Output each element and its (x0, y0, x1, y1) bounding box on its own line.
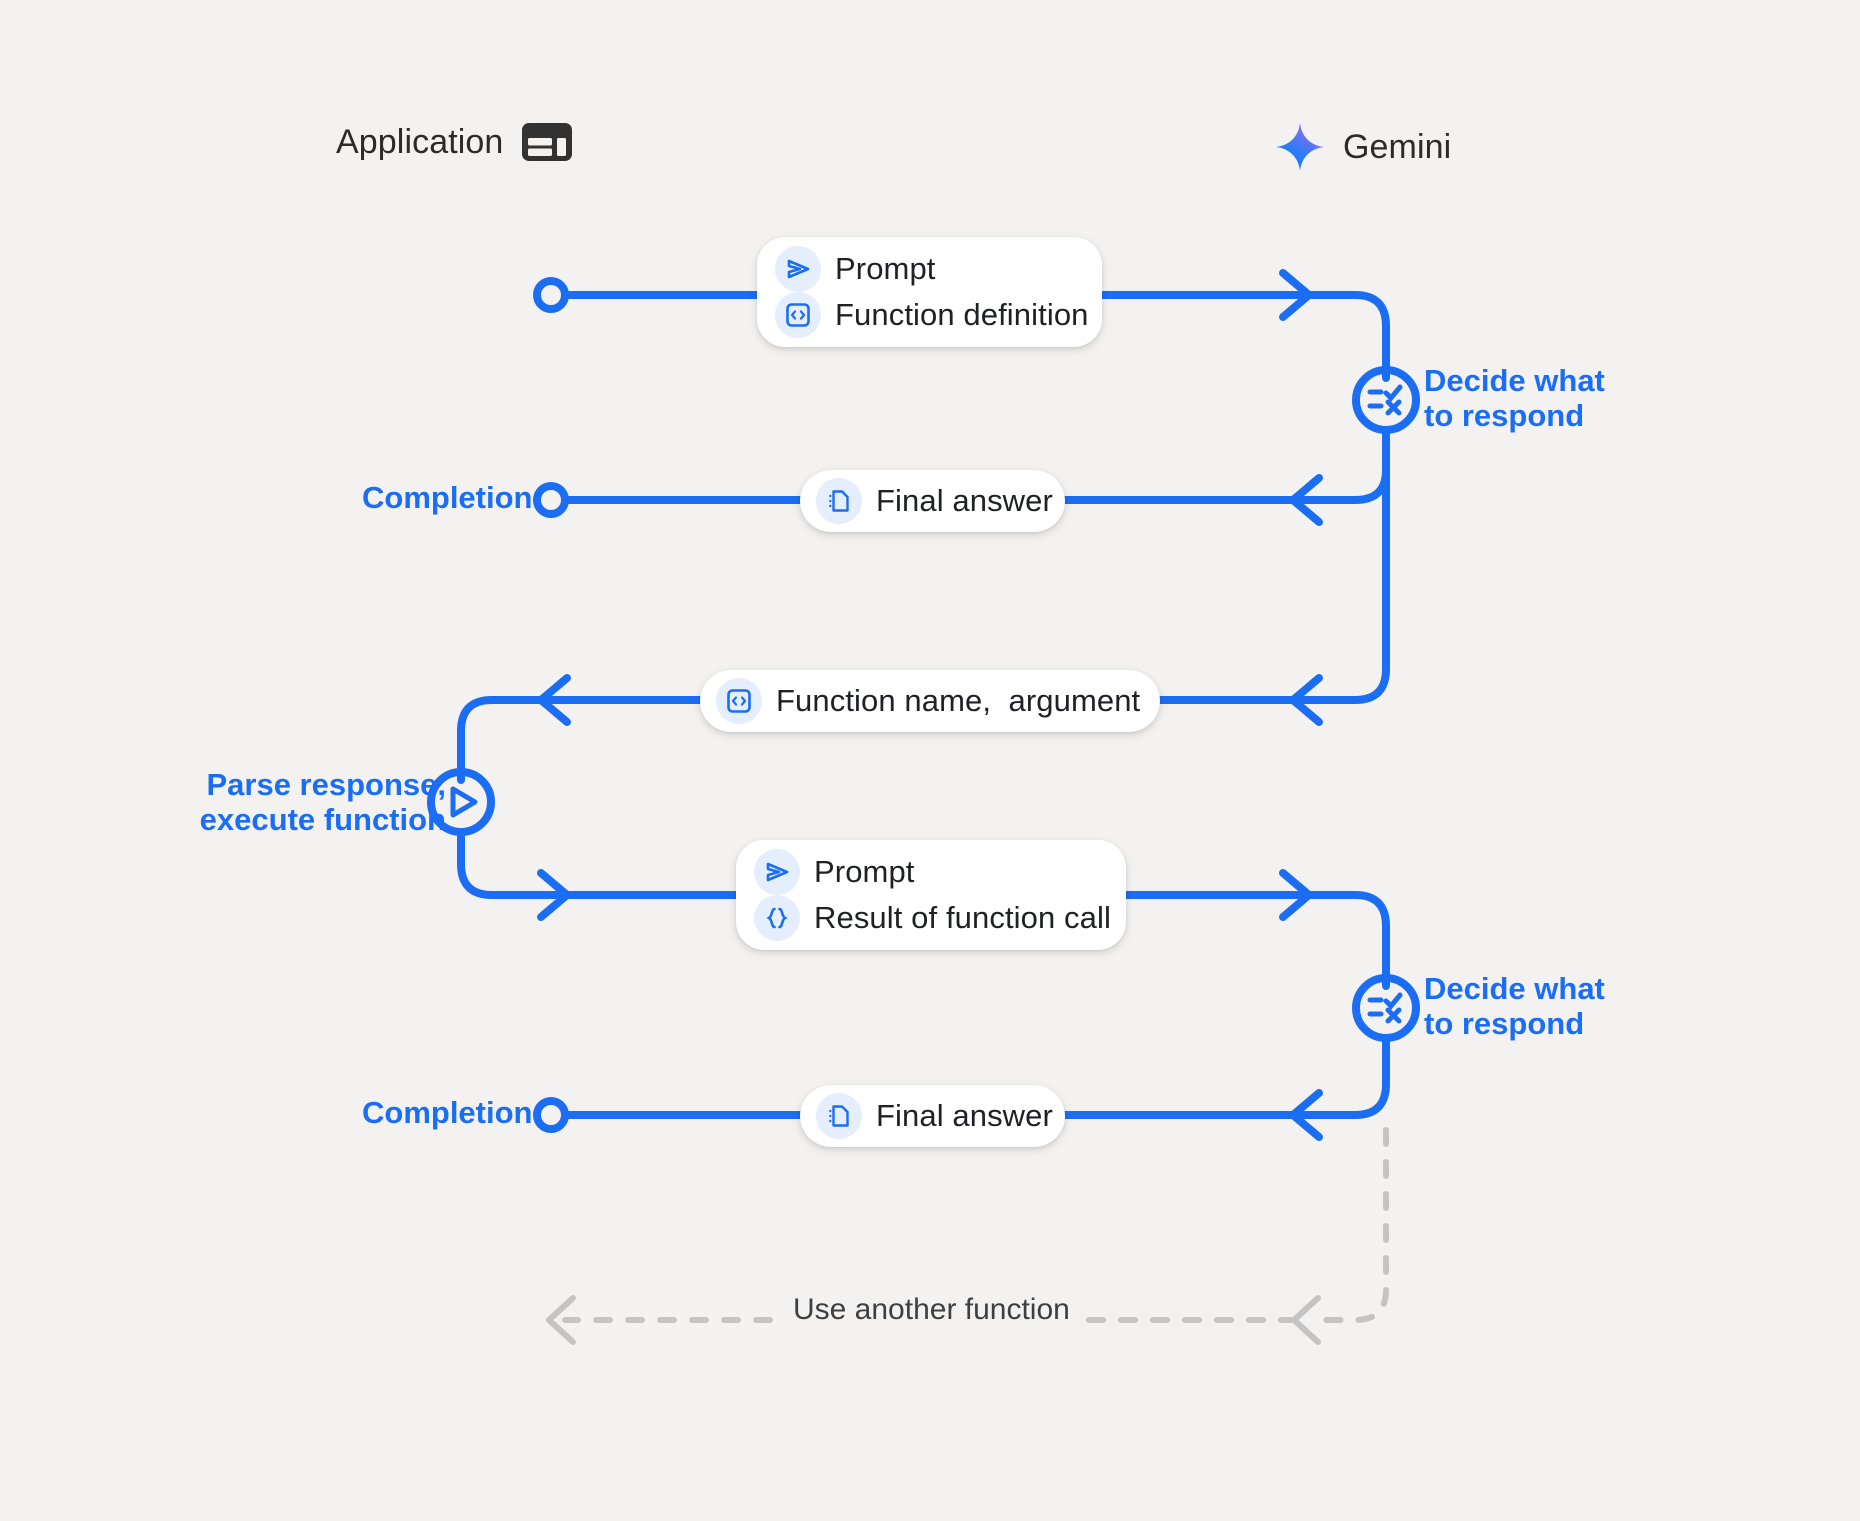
message-prompt-result[interactable]: Prompt Result of function call (736, 840, 1126, 950)
wire-decide1-trunk (1156, 426, 1390, 704)
code-brackets-icon (716, 678, 762, 724)
message-prompt-function-definition[interactable]: Prompt Function definition (757, 237, 1102, 347)
chip-line-text: Result of function call (814, 900, 1111, 935)
checklist-glyph-1 (1367, 384, 1403, 416)
gemini-sparkle-icon (1276, 123, 1324, 171)
arrowhead-left-fname-gem (1289, 674, 1323, 726)
actor-gemini-label: Gemini (1343, 127, 1452, 166)
checklist-glyph-2 (1367, 992, 1403, 1024)
chip-line-text: Final answer (876, 1098, 1053, 1133)
arrowhead-left-final1 (1289, 474, 1323, 526)
code-brackets-icon (775, 292, 821, 338)
arrowhead-left-fname-app (537, 674, 571, 726)
connector-dot-completion-1 (533, 482, 569, 518)
chip-line-text: Prompt (814, 854, 915, 889)
actor-gemini: Gemini (1275, 122, 1451, 172)
wire-decide2-branch-final (1061, 1034, 1390, 1119)
label-completion-1: Completion (362, 480, 533, 515)
curly-braces-icon (754, 895, 800, 941)
document-icon (816, 478, 862, 524)
chip-line-text: Prompt (835, 251, 936, 286)
connector-dot-request-1 (533, 277, 569, 313)
label-use-another-function: Use another function (779, 1293, 1084, 1327)
message-final-answer-2[interactable]: Final answer (800, 1085, 1065, 1147)
label-completion-2: Completion (362, 1095, 533, 1130)
wire-to-decide-2 (1296, 891, 1390, 990)
chip-line: Prompt (775, 246, 1074, 292)
arrowhead-right-prompt2 (1279, 869, 1313, 921)
actor-application: Application (336, 122, 573, 162)
play-glyph (450, 786, 478, 818)
loop-back-right-vertical (1317, 1127, 1389, 1323)
wire-exec-to-prompt2 (457, 828, 740, 899)
arrowhead-right-exec (537, 869, 571, 921)
arrowhead-left-final2 (1289, 1089, 1323, 1141)
send-triangle-icon (754, 849, 800, 895)
actor-application-label: Application (336, 122, 504, 161)
chip-line: Final answer (816, 478, 1053, 524)
chip-line-text: Final answer (876, 483, 1053, 518)
arrowhead-loop-app (546, 1295, 576, 1345)
chip-line: Final answer (816, 1093, 1053, 1139)
wire-to-decide-1 (1296, 291, 1390, 382)
chip-line: Result of function call (754, 895, 1111, 941)
document-icon (816, 1093, 862, 1139)
chip-line: Prompt (754, 849, 1098, 895)
message-function-call[interactable]: Function name, argument (700, 670, 1160, 732)
wire-decide1-branch-final (1061, 466, 1390, 504)
arrowhead-right-prompt1 (1279, 269, 1313, 321)
connector-dot-completion-2 (533, 1097, 569, 1133)
wire-fname-left (457, 696, 704, 784)
label-decide-what-to-respond-2: Decide what to respond (1424, 971, 1605, 1041)
chip-line: Function name, argument (716, 678, 1140, 724)
label-parse-response-execute-function: Parse response, execute function (199, 767, 446, 837)
chip-line-text: Function definition (835, 297, 1089, 332)
message-final-answer-1[interactable]: Final answer (800, 470, 1065, 532)
send-triangle-icon (775, 246, 821, 292)
label-decide-what-to-respond-1: Decide what to respond (1424, 363, 1605, 433)
chip-line-text: Function name, argument (776, 683, 1141, 718)
dashboard-layout-icon (522, 123, 573, 161)
arrowhead-loop-gemini (1291, 1295, 1321, 1345)
chip-line: Function definition (775, 292, 1088, 338)
